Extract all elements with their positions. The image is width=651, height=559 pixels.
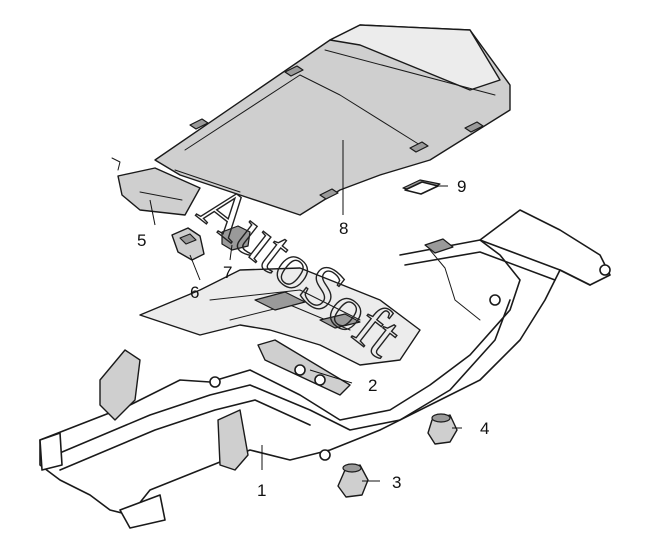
callout-9: 9 — [457, 177, 466, 196]
part-4-body-mount — [427, 413, 458, 445]
part-2-cross-member — [257, 339, 351, 396]
callout-2: 2 — [368, 376, 377, 395]
part-5-trim-piece — [111, 157, 201, 216]
part-8-roof-panel — [154, 24, 511, 216]
leader-lines — [149, 140, 462, 482]
callout-1: 1 — [257, 481, 266, 500]
part-9-bracket — [402, 179, 441, 195]
callout-labels: 1 2 3 4 5 6 7 8 9 — [137, 177, 489, 500]
part-7-mount-bracket — [221, 225, 251, 251]
part-3-body-mount — [337, 463, 369, 498]
part-6-clip-bracket — [171, 227, 205, 261]
callout-3: 3 — [392, 473, 401, 492]
callout-8: 8 — [339, 219, 348, 238]
callout-6: 6 — [190, 283, 199, 302]
floor-pan — [139, 267, 421, 366]
part-1-chassis-frame — [39, 209, 611, 529]
callout-5: 5 — [137, 231, 146, 250]
callout-7: 7 — [223, 263, 232, 282]
callout-4: 4 — [480, 419, 489, 438]
